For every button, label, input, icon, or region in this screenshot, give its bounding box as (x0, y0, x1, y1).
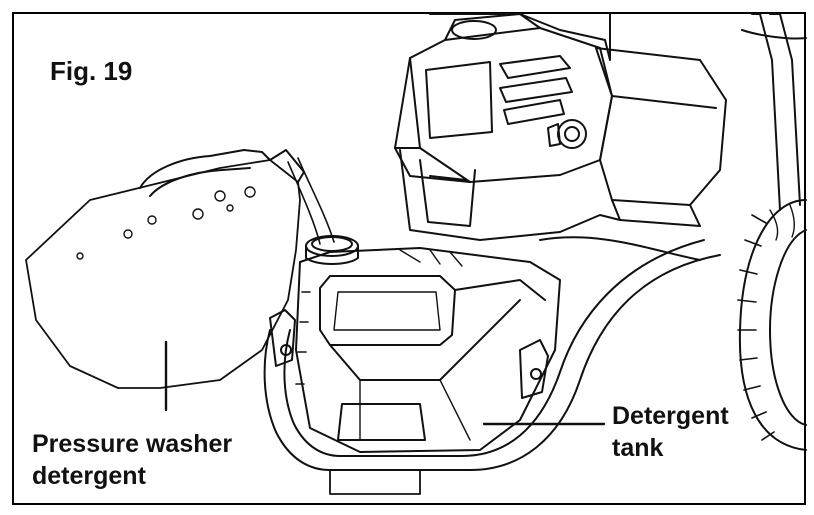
tank-callout-line-2: tank (612, 434, 664, 462)
motor-housing (394, 13, 727, 241)
tank-callout-line-1: Detergent (612, 402, 729, 430)
detergent-bottle (25, 149, 335, 389)
handle-post (741, 13, 807, 211)
detergent-callout: Pressure washer detergent (32, 428, 232, 492)
detergent-callout-line-2: detergent (32, 462, 146, 490)
tank-callout: Detergent tank (612, 400, 729, 464)
wheel (737, 199, 807, 451)
figure-frame (12, 12, 806, 505)
figure-label: Fig. 19 (50, 56, 133, 86)
detergent-tank (269, 235, 561, 453)
detergent-callout-line-1: Pressure washer (32, 430, 233, 458)
